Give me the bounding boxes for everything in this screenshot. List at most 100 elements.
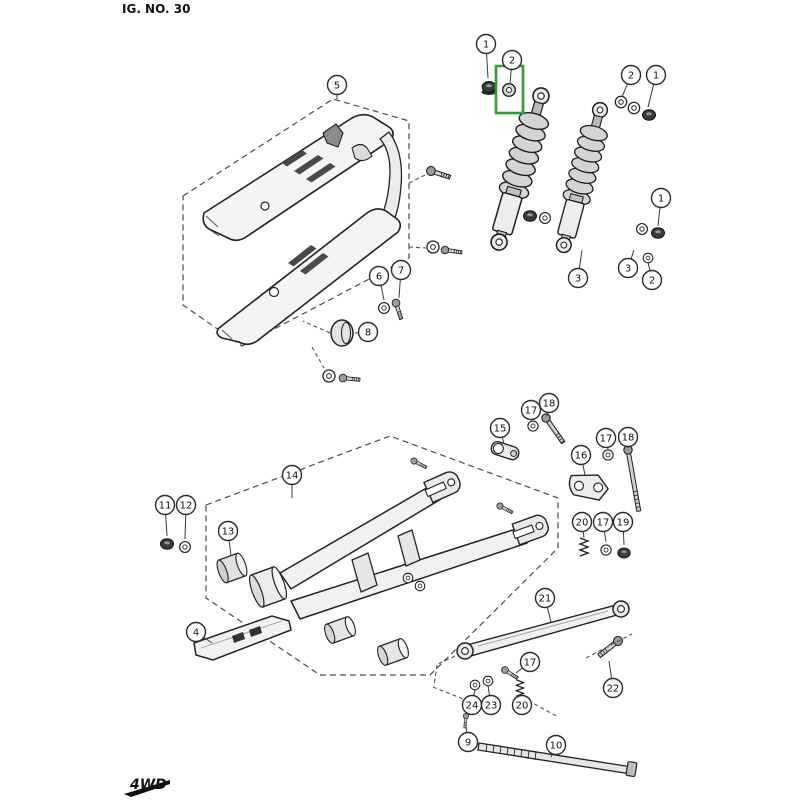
svg-text:4: 4 [193,628,199,639]
callout-21[interactable]: 21 [534,587,556,623]
bolt-icon [623,445,642,512]
part-chain-slider [193,615,292,661]
washer-icon [600,544,612,556]
washer-icon [636,223,648,235]
part-chain-guard [202,113,403,346]
svg-text:1: 1 [653,71,659,82]
callout-13[interactable]: 13 [217,520,239,557]
nut-icon [523,210,537,222]
callout-18[interactable]: 18 [617,426,639,449]
svg-text:12: 12 [180,501,193,512]
washer-icon [179,541,191,553]
fork-end-upper [423,471,461,504]
spring-icon [515,679,525,697]
callout-2[interactable]: 2 [620,64,642,98]
part-bushing [216,552,248,584]
callout-1[interactable]: 1 [650,187,672,227]
callout-11[interactable]: 11 [154,494,176,537]
nut-icon [642,109,656,121]
callout-7[interactable]: 7 [390,259,412,299]
bolt-icon [424,164,452,183]
leader-dash [311,346,325,369]
svg-text:11: 11 [159,501,172,512]
callout-17[interactable]: 17 [515,651,541,674]
part-long-bolt [477,742,638,778]
leader-dash [437,655,456,665]
svg-text:13: 13 [222,527,235,538]
bolt-icon [440,245,463,257]
callout-8[interactable]: 8 [354,321,379,343]
washer-icon [602,449,614,461]
svg-text:6: 6 [376,272,382,283]
svg-text:19: 19 [617,518,630,529]
svg-text:2: 2 [509,56,515,67]
chain-guard-dashed-box [182,98,410,347]
swingarm-dashed-box [205,435,559,676]
brand-logo: 4WD [124,777,170,797]
part-swingarm [248,456,549,666]
svg-text:20: 20 [516,701,529,712]
leader-dash [408,246,427,249]
washer-icon [322,369,336,383]
logo-swoosh-icon [124,780,170,797]
callout-18[interactable]: 18 [538,392,560,417]
callout-2[interactable]: 2 [641,261,663,291]
svg-text:17: 17 [597,518,610,529]
svg-text:1: 1 [483,40,489,51]
callout-24[interactable]: 24 [461,689,483,716]
washer-icon [469,679,481,691]
callout-1[interactable]: 1 [645,64,667,108]
svg-text:7: 7 [398,266,404,277]
svg-text:17: 17 [524,658,537,669]
callout-19[interactable]: 19 [612,511,634,546]
callout-6[interactable]: 6 [368,265,390,301]
svg-text:23: 23 [485,701,498,712]
callout-20[interactable]: 20 [571,511,593,539]
callout-5[interactable]: 5 [326,74,348,100]
part-shock-absorber-left [481,83,559,255]
callout-3[interactable]: 3 [617,249,639,279]
part-end-cap [330,319,354,347]
washer-icon [642,252,654,264]
callout-14[interactable]: 14 [281,464,303,499]
part-link [490,441,520,461]
washer-icon [482,675,494,687]
svg-text:16: 16 [575,451,588,462]
bolt-icon [390,297,406,321]
svg-text:3: 3 [625,264,631,275]
spring-icon [579,537,589,557]
washer-icon [627,101,641,115]
callout-3[interactable]: 3 [567,249,589,289]
washer-icon [378,302,390,314]
leader-dash [585,633,633,659]
leader-dash [302,320,331,334]
diagram-art [160,81,665,778]
callout-17[interactable]: 17 [595,427,617,450]
callout-4[interactable]: 4 [185,621,213,644]
callout-1[interactable]: 1 [475,33,497,79]
callout-12[interactable]: 12 [175,494,197,540]
svg-text:17: 17 [525,406,538,417]
svg-text:20: 20 [576,518,589,529]
callout-16[interactable]: 16 [570,444,592,476]
callout-20[interactable]: 20 [511,693,533,716]
callout-23[interactable]: 23 [480,685,502,716]
callout-10[interactable]: 10 [545,734,567,758]
fork-end-lower [511,514,549,546]
callout-17[interactable]: 17 [592,511,614,543]
nut-icon [617,547,631,559]
svg-text:24: 24 [466,701,479,712]
svg-text:17: 17 [600,434,613,445]
callout-15[interactable]: 15 [489,417,511,445]
callout-22[interactable]: 22 [602,660,624,699]
svg-text:18: 18 [622,433,635,444]
svg-text:2: 2 [628,71,634,82]
callout-9[interactable]: 9 [457,726,479,753]
bolt-icon [338,373,361,385]
svg-text:22: 22 [607,684,620,695]
svg-text:5: 5 [334,81,340,92]
svg-text:18: 18 [543,399,556,410]
callout-17[interactable]: 17 [520,399,542,421]
callout-2[interactable]: 2 [501,49,523,85]
